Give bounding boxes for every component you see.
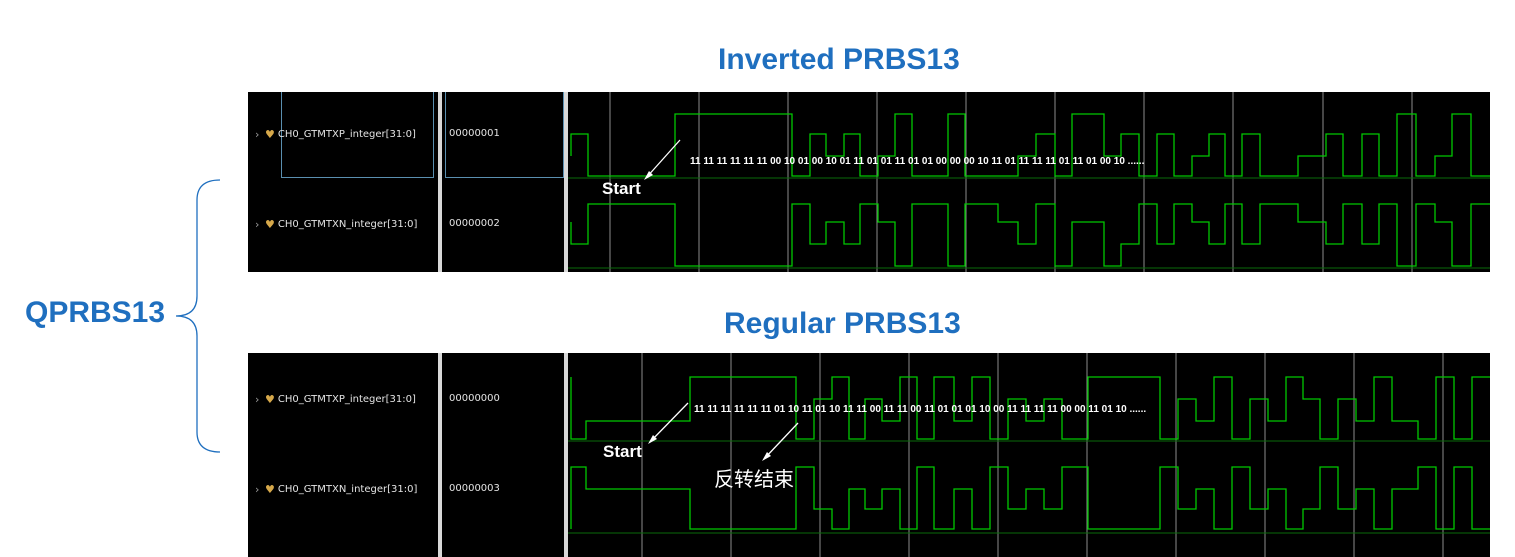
waveform-area[interactable]: 11 11 11 11 11 11 00 10 01 00 10 01 11 0… [568, 92, 1490, 272]
column-divider[interactable] [564, 92, 568, 272]
value-selection-outline [445, 92, 564, 178]
waveform-txn [570, 466, 1490, 530]
start-arrow [645, 139, 681, 179]
inverted-prbs13-title: Inverted PRBS13 [718, 43, 960, 76]
column-divider[interactable] [438, 92, 442, 272]
waveform-area[interactable]: 11 11 11 11 11 11 01 10 11 01 10 11 11 0… [568, 353, 1490, 557]
signal-value-column: 00000000 00000003 [442, 353, 564, 557]
waveform-txp [570, 376, 1490, 440]
arrowhead-icon [762, 452, 771, 461]
chevron-right-icon[interactable]: › [255, 482, 260, 496]
chevron-right-icon[interactable]: › [255, 127, 260, 141]
group-brace [175, 179, 221, 453]
start-label: Start [603, 442, 642, 461]
invert-end-label: 反转结束 [714, 467, 794, 491]
time-cursors [609, 92, 1413, 272]
signal-name: CH0_GTMTXN_integer[31:0] [277, 218, 418, 230]
waveform-plot: 11 11 11 11 11 11 01 10 11 01 10 11 11 0… [568, 353, 1490, 557]
signal-name: CH0_GTMTXN_integer[31:0] [277, 483, 418, 495]
bus-signal-icon: ♥ [265, 127, 275, 141]
waveform-panel-regular: › ♥ CH0_GTMTXP_integer[31:0] › ♥ CH0_GTM… [248, 353, 1490, 557]
invert-end-arrow [763, 422, 799, 460]
signal-row-txp[interactable]: › ♥ CH0_GTMTXP_integer[31:0] [248, 124, 416, 144]
signal-row-txp[interactable]: › ♥ CH0_GTMTXP_integer[31:0] [248, 389, 416, 409]
chevron-right-icon[interactable]: › [255, 392, 260, 406]
signal-name: CH0_GTMTXP_integer[31:0] [277, 393, 416, 405]
start-label: Start [602, 179, 641, 198]
qprbs13-group-label: QPRBS13 [25, 296, 166, 329]
signal-value-column: 00000001 00000002 [442, 92, 564, 272]
signal-value: 00000003 [449, 483, 500, 494]
signal-value: 00000001 [449, 128, 500, 139]
regular-prbs13-title: Regular PRBS13 [724, 307, 961, 340]
column-divider[interactable] [438, 353, 442, 557]
bit-sequence-annotation: 11 11 11 11 11 11 00 10 01 00 10 01 11 0… [690, 156, 1145, 167]
time-cursors [641, 353, 1444, 557]
bus-signal-icon: ♥ [265, 217, 275, 231]
bus-signal-icon: ♥ [265, 392, 275, 406]
signal-row-txn[interactable]: › ♥ CH0_GTMTXN_integer[31:0] [248, 479, 417, 499]
selection-outline [281, 92, 434, 178]
bus-signal-icon: ♥ [265, 482, 275, 496]
signal-name-column: › ♥ CH0_GTMTXP_integer[31:0] › ♥ CH0_GTM… [248, 353, 438, 557]
start-arrow [649, 402, 689, 443]
column-divider[interactable] [564, 353, 568, 557]
signal-name-column: › ♥ CH0_GTMTXP_integer[31:0] › ♥ CH0_GTM… [248, 92, 438, 272]
chevron-right-icon[interactable]: › [255, 217, 260, 231]
arrowhead-icon [644, 171, 653, 180]
arrowhead-icon [648, 435, 657, 444]
waveform-panel-inverted: › ♥ CH0_GTMTXP_integer[31:0] › ♥ CH0_GTM… [248, 92, 1490, 272]
waveform-plot: 11 11 11 11 11 11 00 10 01 00 10 01 11 0… [568, 92, 1490, 272]
bit-sequence-annotation: 11 11 11 11 11 11 01 10 11 01 10 11 11 0… [694, 404, 1146, 415]
waveform-txn [570, 203, 1490, 267]
signal-name: CH0_GTMTXP_integer[31:0] [277, 128, 416, 140]
signal-value: 00000002 [449, 218, 500, 229]
signal-row-txn[interactable]: › ♥ CH0_GTMTXN_integer[31:0] [248, 214, 417, 234]
signal-value: 00000000 [449, 393, 500, 404]
waveform-txp [570, 113, 1490, 177]
